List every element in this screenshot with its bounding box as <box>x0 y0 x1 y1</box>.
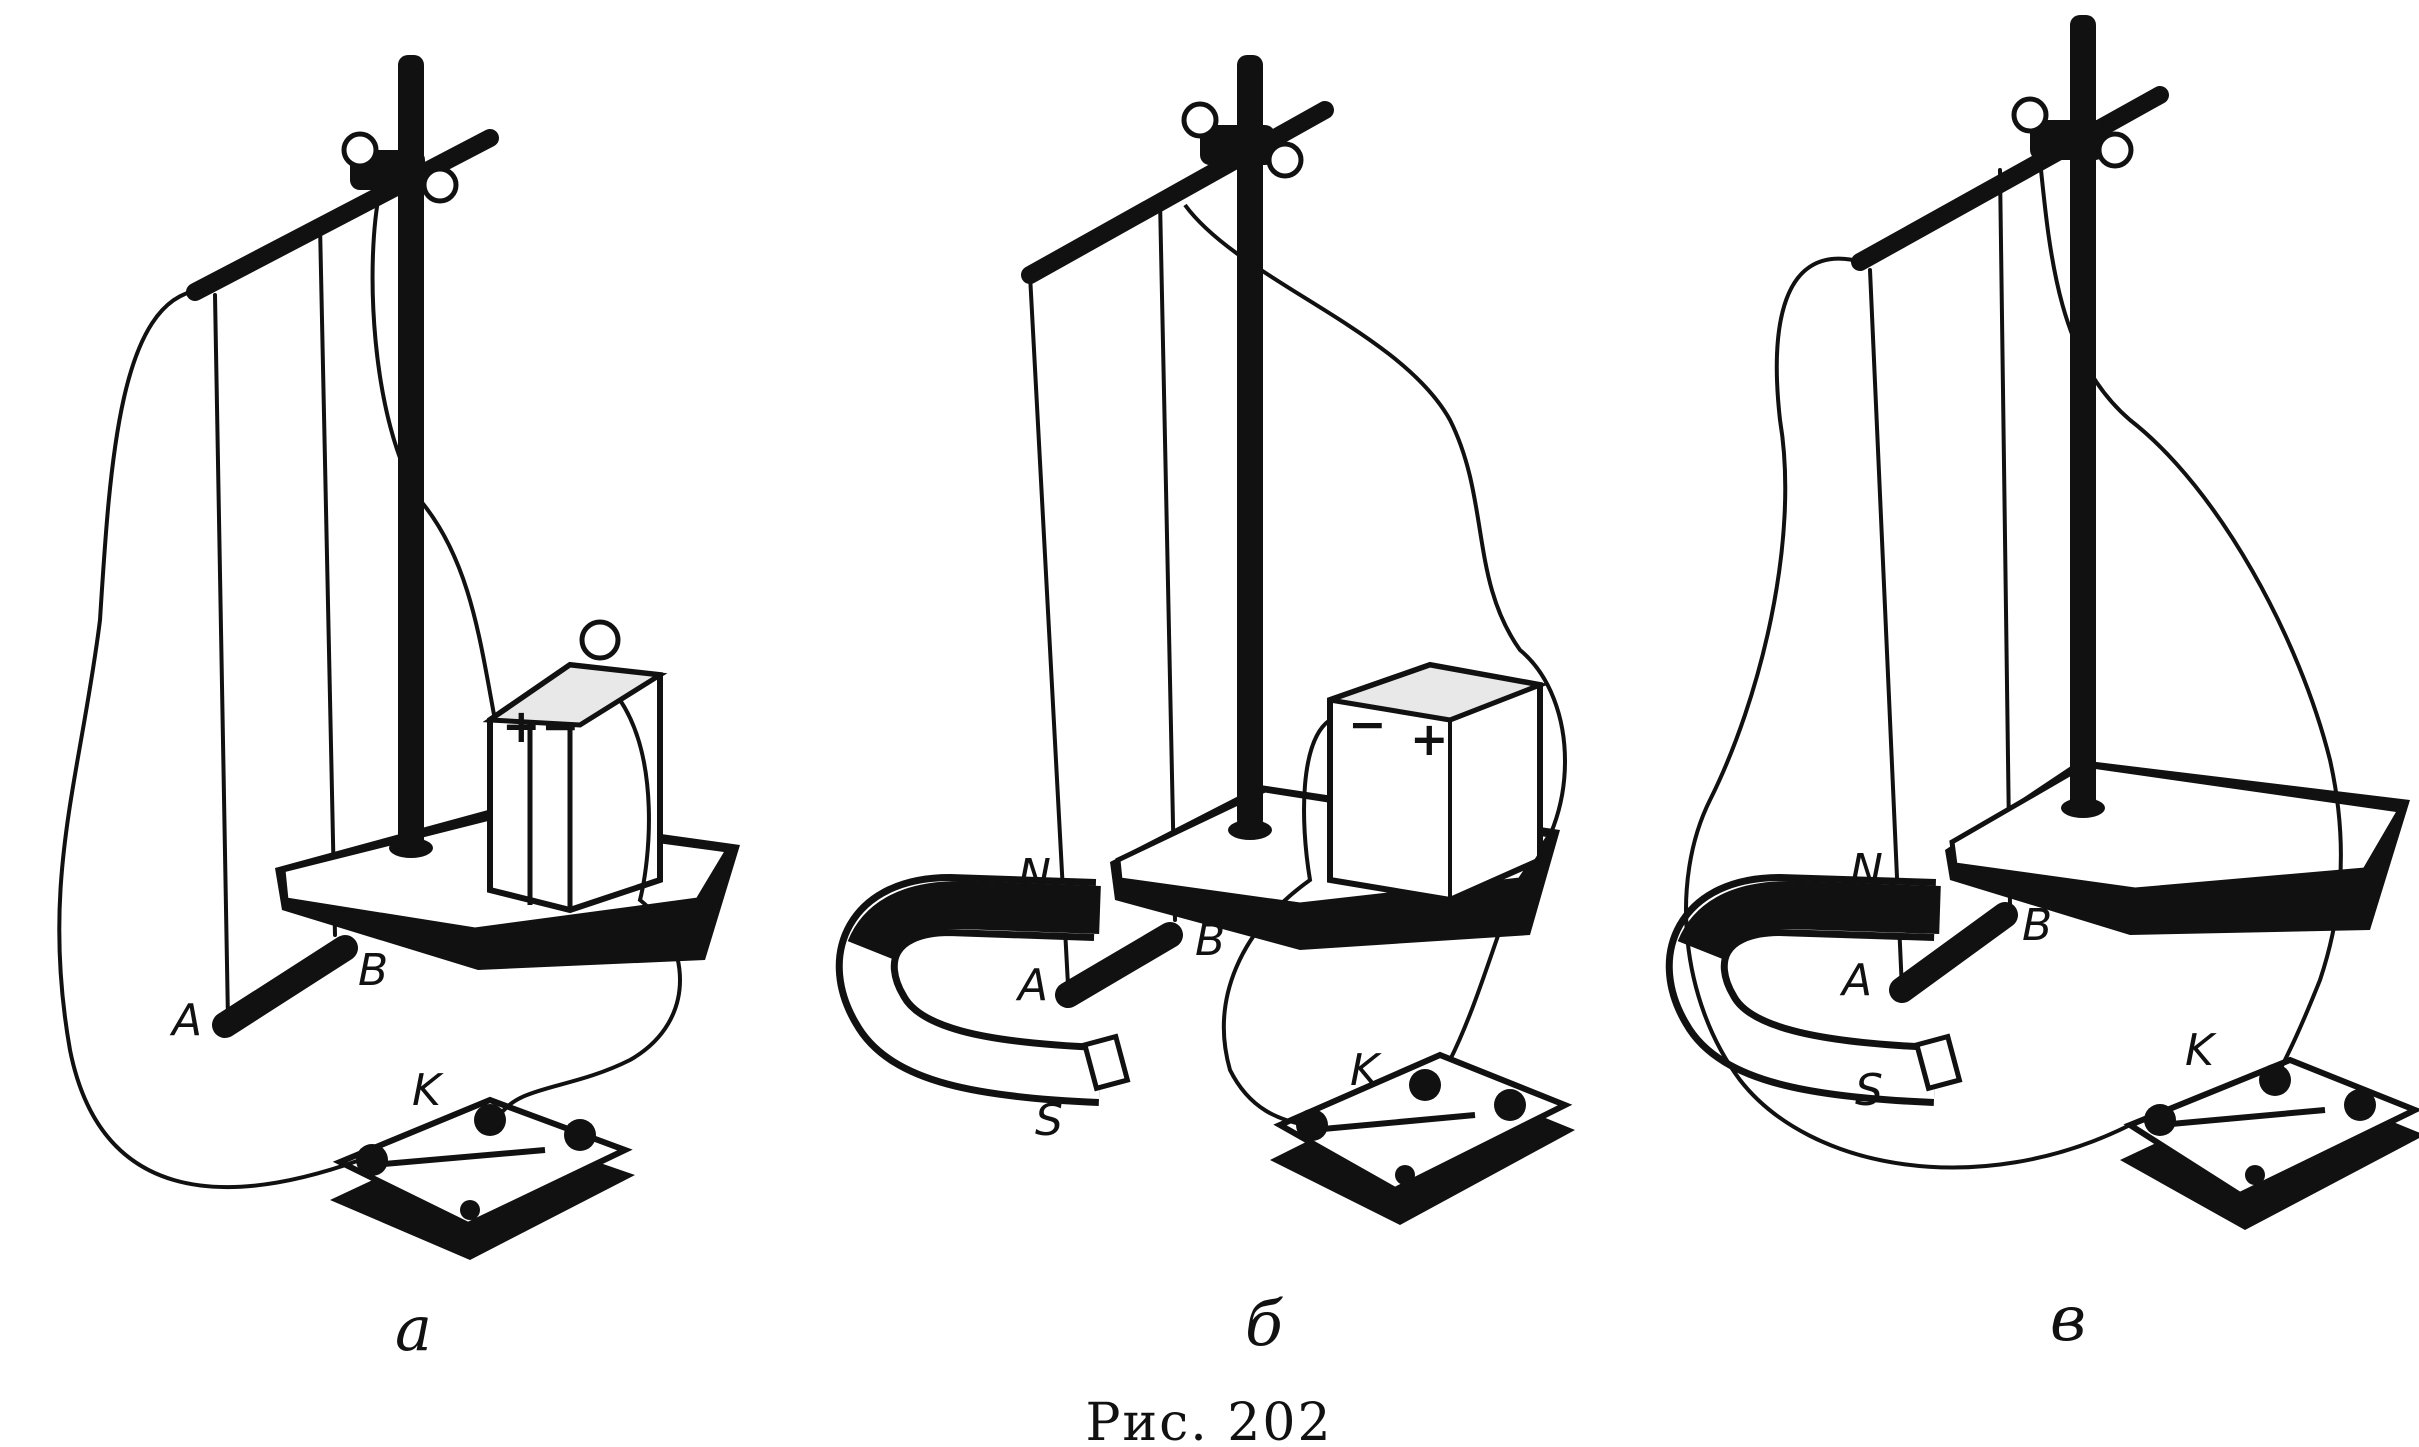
subfigure-label-b: б <box>1245 1287 1284 1360</box>
horseshoe-magnet <box>1665 873 1963 1106</box>
subfigure-label-c: в <box>2050 1282 2086 1355</box>
panel-b: − + N A B S K б <box>835 55 1575 1360</box>
label-key: K <box>412 1065 444 1116</box>
stand-rod-foot <box>389 838 433 858</box>
key-switch <box>1270 1051 1575 1225</box>
stand-rod <box>398 55 424 850</box>
suspension-thread-a <box>213 293 230 1022</box>
stand-rod-foot <box>1228 820 1272 840</box>
key-switch <box>2120 1056 2419 1230</box>
label-rod-end-b: B <box>2022 900 2052 951</box>
figure-caption: Рис. 202 <box>1085 1393 1332 1447</box>
wire-battery-to-key <box>1221 718 1332 1127</box>
suspension-thread-a <box>1028 273 1070 987</box>
wire-left-loop <box>57 288 361 1190</box>
wire-to-battery <box>370 189 497 721</box>
stand-rod <box>2070 15 2096 810</box>
wire-battery-to-key <box>498 698 682 1117</box>
suspension-thread-b <box>1998 168 2012 907</box>
key-switch <box>330 1096 635 1260</box>
label-rod-end-b: B <box>358 945 388 996</box>
wire-left-loop <box>1684 256 2131 1170</box>
clamp <box>1181 101 1304 179</box>
battery-minus-sign: − <box>1348 697 1387 751</box>
battery: − + <box>1327 661 1550 904</box>
clamp <box>2011 96 2134 169</box>
suspension-thread-b <box>1158 198 1177 922</box>
label-pole-north: N <box>1850 845 1883 896</box>
panel-c: N A B S K в <box>1665 15 2419 1355</box>
wire-stand-to-key <box>1183 203 1567 1061</box>
battery-minus-sign: − <box>541 699 580 753</box>
stand-rod <box>1237 55 1263 830</box>
label-pole-south: S <box>1035 1095 1063 1146</box>
panel-a: + − A B K а <box>57 55 740 1365</box>
stand-rod-foot <box>2061 798 2105 818</box>
horseshoe-magnet <box>835 873 1131 1106</box>
stand-base <box>1945 760 2410 935</box>
battery-plus-sign: + <box>1410 712 1449 766</box>
label-rod-end-b: B <box>1195 915 1225 966</box>
label-key: K <box>1350 1045 1382 1096</box>
wire-stand-to-key <box>2038 159 2343 1071</box>
battery-plus-sign: + <box>502 699 541 753</box>
label-pole-north: N <box>1018 850 1051 901</box>
label-key: K <box>2185 1025 2217 1076</box>
label-rod-end-a: A <box>169 995 202 1046</box>
clamp <box>341 131 459 204</box>
suspension-thread-a <box>1868 268 1904 992</box>
label-rod-end-a: A <box>1839 955 1872 1006</box>
label-pole-south: S <box>1855 1065 1883 1116</box>
subfigure-label-a: а <box>395 1292 432 1365</box>
battery: + − <box>482 619 668 914</box>
label-rod-end-a: A <box>1015 960 1048 1011</box>
suspension-thread-b <box>318 223 337 937</box>
